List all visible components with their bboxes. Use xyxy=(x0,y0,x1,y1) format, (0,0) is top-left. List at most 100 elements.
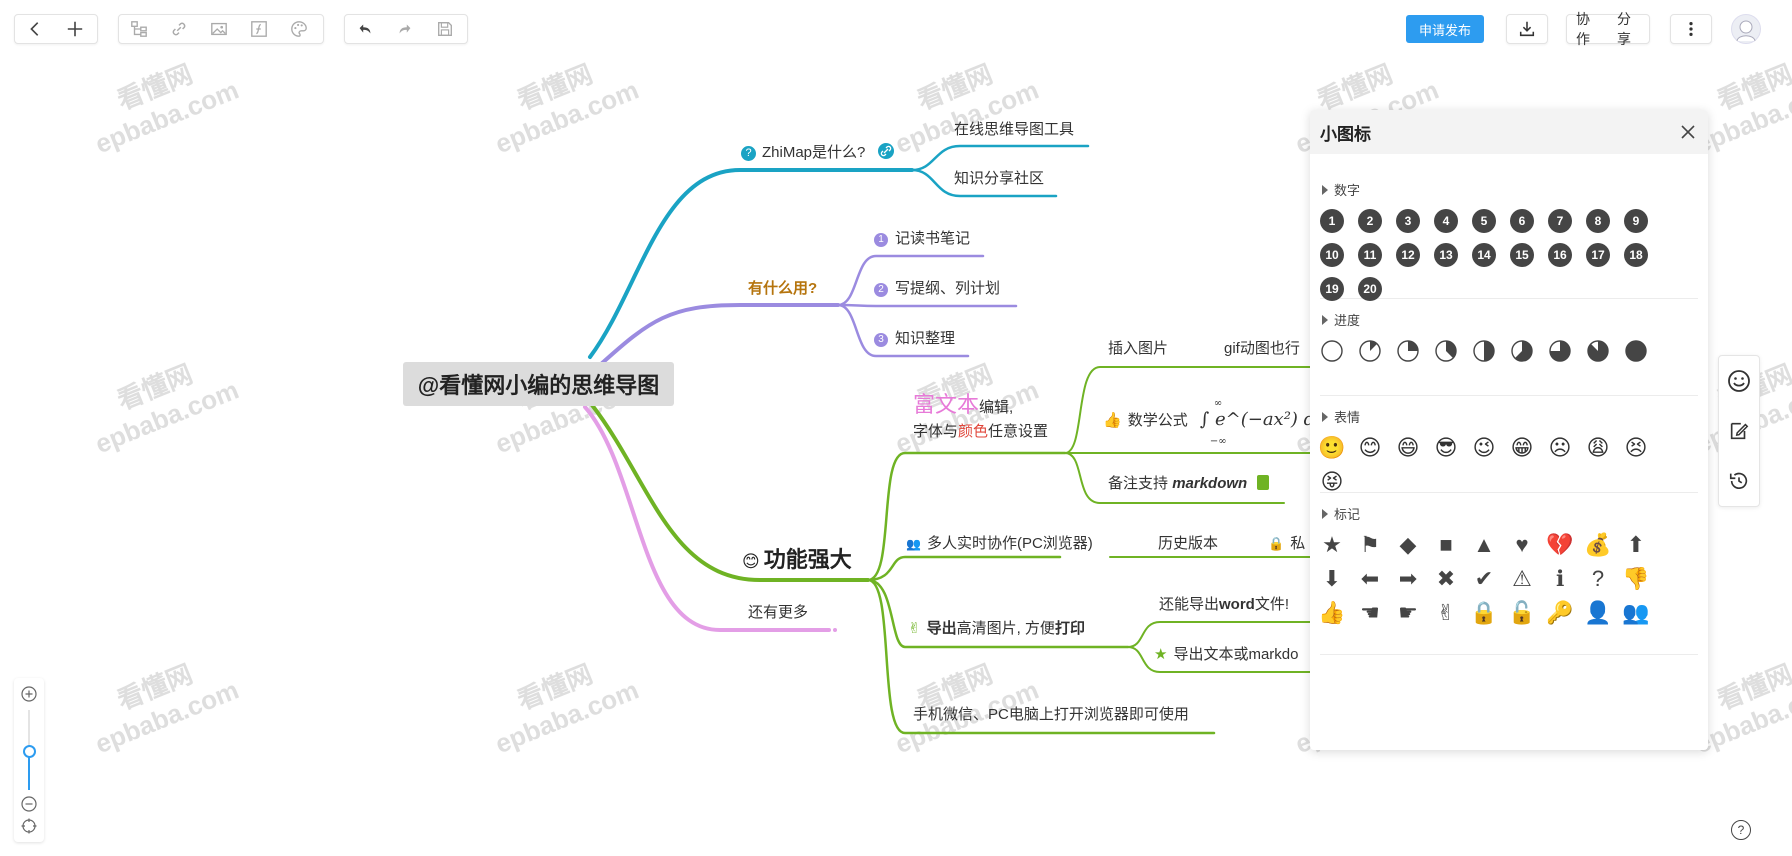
number-7-icon[interactable]: 7 xyxy=(1548,209,1572,233)
link-button[interactable] xyxy=(159,15,199,43)
broken-heart-icon[interactable]: 💔 xyxy=(1546,532,1574,557)
back-button[interactable] xyxy=(15,15,55,43)
number-16-icon[interactable]: 16 xyxy=(1548,243,1572,267)
arrow-left-icon[interactable]: ⬅ xyxy=(1360,566,1380,591)
thumbs-down-icon[interactable]: 👎 xyxy=(1622,566,1650,591)
save-button[interactable] xyxy=(425,15,465,43)
emotion-5-icon[interactable]: 😉 xyxy=(1472,435,1496,460)
arrow-down-icon[interactable]: ⬇ xyxy=(1322,566,1342,591)
check-icon[interactable]: ✔ xyxy=(1474,566,1494,591)
number-20-icon[interactable]: 20 xyxy=(1358,277,1382,301)
zoom-slider-thumb[interactable] xyxy=(23,745,36,758)
number-10-icon[interactable]: 10 xyxy=(1320,243,1344,267)
section-title-progress[interactable]: 进度 xyxy=(1322,310,1698,329)
number-6-icon[interactable]: 6 xyxy=(1510,209,1534,233)
section-title-marks[interactable]: 标记 xyxy=(1322,504,1698,523)
number-2-icon[interactable]: 2 xyxy=(1358,209,1382,233)
flag-icon[interactable]: ⚑ xyxy=(1360,532,1380,557)
emotion-10-icon[interactable]: 😝 xyxy=(1320,469,1344,494)
emotion-2-icon[interactable]: 😊 xyxy=(1358,435,1382,460)
emotion-6-icon[interactable]: 😁 xyxy=(1510,435,1534,460)
emotion-4-icon[interactable]: 😎 xyxy=(1434,435,1458,460)
arrow-right-icon[interactable]: ➡ xyxy=(1398,566,1418,591)
node-rich-text[interactable]: 富文本编辑, 字体与颜色任意设置 xyxy=(913,392,1049,441)
root-node[interactable]: @看懂网小编的思维导图 xyxy=(403,362,674,406)
number-13-icon[interactable]: 13 xyxy=(1434,243,1458,267)
formula-button[interactable] xyxy=(239,15,279,43)
progress-25-icon[interactable] xyxy=(1396,339,1420,363)
key-icon[interactable]: 🔑 xyxy=(1546,600,1574,625)
node-gif[interactable]: gif动图也行 xyxy=(1224,340,1300,357)
emotion-9-icon[interactable]: 😣 xyxy=(1624,435,1648,460)
number-18-icon[interactable]: 18 xyxy=(1624,243,1648,267)
arrow-up-icon[interactable]: ⬆ xyxy=(1626,532,1646,557)
node-power[interactable]: 😊功能强大 xyxy=(742,547,852,572)
node-mobile[interactable]: 手机微信、PC电脑上打开浏览器即可使用 xyxy=(913,706,1189,723)
section-title-numbers[interactable]: 数字 xyxy=(1322,180,1698,199)
money-bag-icon[interactable]: 💰 xyxy=(1584,532,1612,557)
lock-icon[interactable]: 🔒 xyxy=(1470,600,1498,625)
theme-button[interactable] xyxy=(279,15,319,43)
icon-panel-button[interactable] xyxy=(1719,356,1759,406)
emotion-7-icon[interactable]: ☹ xyxy=(1548,435,1572,460)
hand-right-icon[interactable]: ☛ xyxy=(1398,600,1418,625)
victory-icon[interactable]: ✌ xyxy=(1436,600,1456,625)
diamond-icon[interactable]: ◆ xyxy=(1399,532,1417,557)
node-export-text[interactable]: ★导出文本或markdo xyxy=(1154,646,1299,663)
number-19-icon[interactable]: 19 xyxy=(1320,277,1344,301)
structure-button[interactable] xyxy=(119,15,159,43)
node-what-community[interactable]: 知识分享社区 xyxy=(954,170,1045,187)
publish-button[interactable]: 申请发布 xyxy=(1406,15,1484,43)
node-use[interactable]: 有什么用? xyxy=(748,280,818,297)
node-what[interactable]: ?ZhiMap是什么? xyxy=(741,143,894,163)
node-what-tool[interactable]: 在线思维导图工具 xyxy=(954,121,1075,138)
cross-icon[interactable]: ✖ xyxy=(1436,566,1456,591)
node-formula[interactable]: 👍数学公式 ∫ e^(−ax²) dx = ∞ −∞ xyxy=(1103,398,1347,447)
node-more[interactable]: 还有更多 xyxy=(748,604,809,621)
node-export-word[interactable]: 还能导出word文件! xyxy=(1159,596,1290,613)
node-private[interactable]: 🔒私 xyxy=(1268,535,1306,552)
number-11-icon[interactable]: 11 xyxy=(1358,243,1382,267)
download-button[interactable] xyxy=(1507,15,1547,43)
share-button[interactable]: 分享 xyxy=(1617,11,1631,47)
triangle-icon[interactable]: ▲ xyxy=(1473,532,1495,557)
square-icon[interactable]: ■ xyxy=(1439,532,1453,557)
thumbs-up-icon[interactable]: 👍 xyxy=(1318,600,1346,625)
progress-0-icon[interactable] xyxy=(1320,339,1344,363)
history-panel-button[interactable] xyxy=(1719,456,1759,506)
add-button[interactable] xyxy=(55,15,95,43)
number-15-icon[interactable]: 15 xyxy=(1510,243,1534,267)
node-export[interactable]: ✌导出高清图片, 方便打印 xyxy=(908,620,1085,637)
unlock-icon[interactable]: 🔓 xyxy=(1508,600,1536,625)
number-12-icon[interactable]: 12 xyxy=(1396,243,1420,267)
progress-75-icon[interactable] xyxy=(1548,339,1572,363)
progress-13-icon[interactable] xyxy=(1358,339,1382,363)
number-14-icon[interactable]: 14 xyxy=(1472,243,1496,267)
emotion-1-icon[interactable]: 🙂 xyxy=(1318,435,1346,460)
progress-100-icon[interactable] xyxy=(1624,339,1648,363)
progress-88-icon[interactable] xyxy=(1586,339,1610,363)
number-17-icon[interactable]: 17 xyxy=(1586,243,1610,267)
collab-button[interactable]: 协作 xyxy=(1576,11,1590,47)
user-icon[interactable]: 👤 xyxy=(1584,600,1612,625)
more-button[interactable] xyxy=(1671,15,1711,43)
number-4-icon[interactable]: 4 xyxy=(1434,209,1458,233)
emotion-3-icon[interactable]: 😄 xyxy=(1396,435,1420,460)
number-5-icon[interactable]: 5 xyxy=(1472,209,1496,233)
note-icon[interactable] xyxy=(1257,475,1270,490)
number-1-icon[interactable]: 1 xyxy=(1320,209,1344,233)
heart-icon[interactable]: ♥ xyxy=(1515,532,1529,557)
node-insert-image[interactable]: 插入图片 xyxy=(1108,340,1169,357)
progress-50-icon[interactable] xyxy=(1472,339,1496,363)
progress-38-icon[interactable] xyxy=(1434,339,1458,363)
info-icon[interactable]: ℹ xyxy=(1555,566,1565,591)
undo-button[interactable] xyxy=(345,15,385,43)
avatar[interactable] xyxy=(1731,14,1761,44)
number-3-icon[interactable]: 3 xyxy=(1396,209,1420,233)
redo-button[interactable] xyxy=(385,15,425,43)
note-panel-button[interactable] xyxy=(1719,406,1759,456)
center-icon[interactable] xyxy=(21,818,37,834)
